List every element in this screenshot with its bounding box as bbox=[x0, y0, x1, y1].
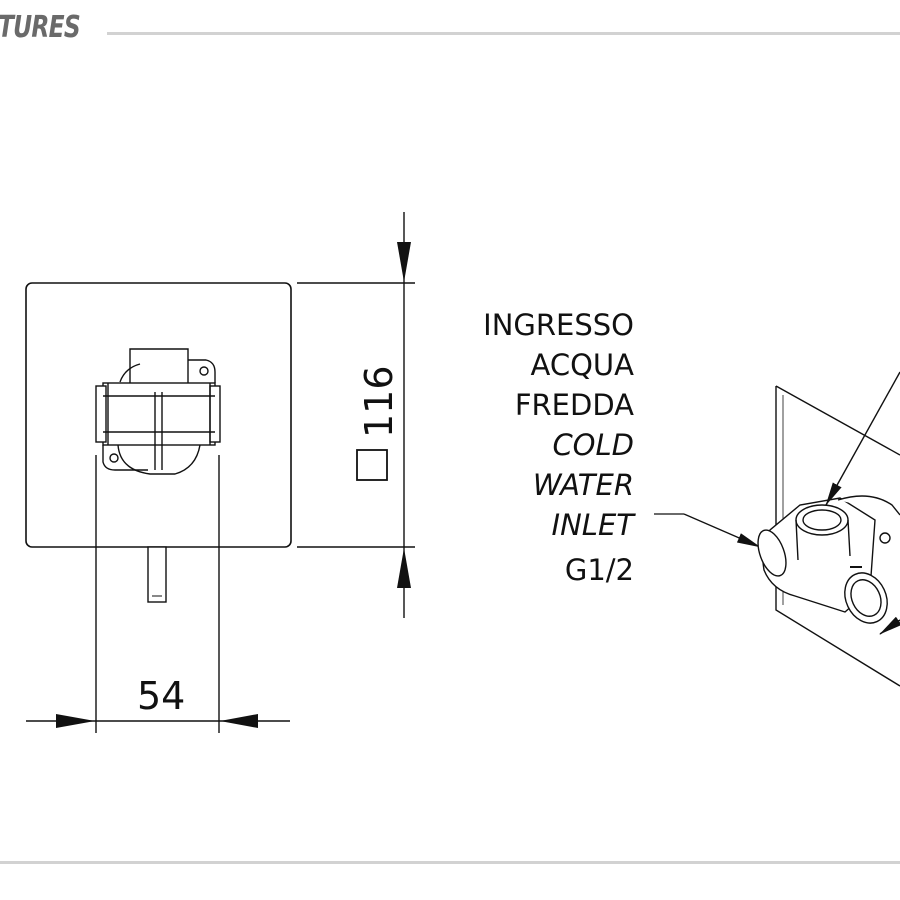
square-symbol bbox=[356, 449, 388, 481]
footer-divider bbox=[0, 861, 900, 864]
label-acqua: ACQUA bbox=[531, 348, 635, 382]
label-water: WATER bbox=[533, 468, 634, 502]
label-ingresso: INGRESSO bbox=[483, 308, 634, 342]
front-view bbox=[25, 282, 292, 603]
width-dimension bbox=[26, 455, 290, 733]
header-divider bbox=[107, 32, 900, 35]
label-thread: G1/2 bbox=[565, 553, 634, 587]
width-value: 54 bbox=[137, 674, 185, 718]
height-dimension bbox=[297, 212, 415, 618]
label-fredda: FREDDA bbox=[515, 388, 634, 422]
label-cold: COLD bbox=[552, 428, 634, 462]
inlet-leader bbox=[654, 513, 761, 548]
height-value: 116 bbox=[357, 365, 401, 438]
label-inlet: INLET bbox=[552, 508, 637, 542]
section-title: TURES bbox=[0, 10, 81, 45]
valve-body bbox=[95, 348, 221, 475]
inlet-label: INGRESSO ACQUA FREDDA COLD WATER INLET G… bbox=[483, 308, 636, 587]
valve-stem bbox=[147, 546, 167, 603]
isometric-view bbox=[757, 371, 900, 687]
